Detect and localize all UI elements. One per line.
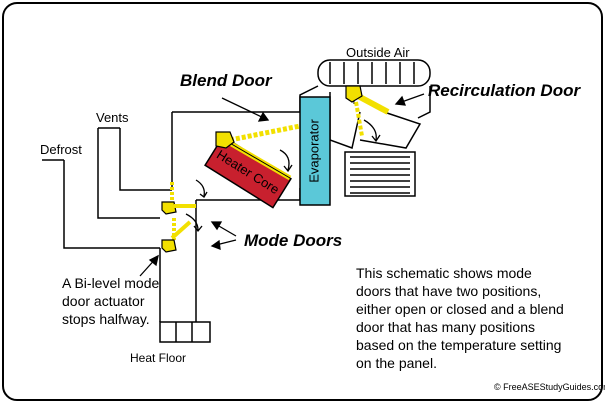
- outside-air-label: Outside Air: [346, 45, 410, 60]
- blower-wheel: [344, 151, 416, 197]
- schematic-note-line: either open or closed and a blend: [356, 301, 564, 317]
- schematic-note-line: doors that have two positions,: [356, 283, 541, 299]
- schematic-note-line: This schematic shows mode: [356, 265, 532, 281]
- schematic-note-line: on the panel.: [356, 355, 437, 371]
- recirculation-door: [345, 85, 390, 137]
- blend-door-label: Blend Door: [180, 71, 273, 90]
- evaporator: Evaporator: [299, 96, 331, 206]
- bilevel-note-line: door actuator: [62, 293, 145, 309]
- bilevel-note: A Bi-level mode door actuator stops half…: [62, 275, 159, 327]
- schematic-note-line: door that has many positions: [356, 319, 535, 335]
- schematic-note: This schematic shows mode doors that hav…: [356, 265, 564, 371]
- bilevel-note-line: stops halfway.: [62, 311, 150, 327]
- credit-text: © FreeASEStudyGuides.com: [494, 382, 605, 392]
- outside-air-grille: [317, 59, 431, 87]
- airflow-arrows: [185, 119, 381, 233]
- heat-floor-label: Heat Floor: [130, 351, 186, 365]
- recirculation-door-label: Recirculation Door: [428, 81, 581, 100]
- evaporator-label: Evaporator: [306, 119, 321, 183]
- defrost-label: Defrost: [40, 142, 82, 157]
- mode-doors-label: Mode Doors: [244, 231, 342, 250]
- blend-door: [215, 123, 301, 181]
- bilevel-note-line: A Bi-level mode: [62, 275, 159, 291]
- heat-floor-outlet: [159, 321, 211, 343]
- vents-label: Vents: [96, 110, 129, 125]
- schematic-note-line: based on the temperature setting: [356, 337, 561, 353]
- pointer-arrows: [139, 93, 425, 277]
- mode-doors: [161, 182, 196, 253]
